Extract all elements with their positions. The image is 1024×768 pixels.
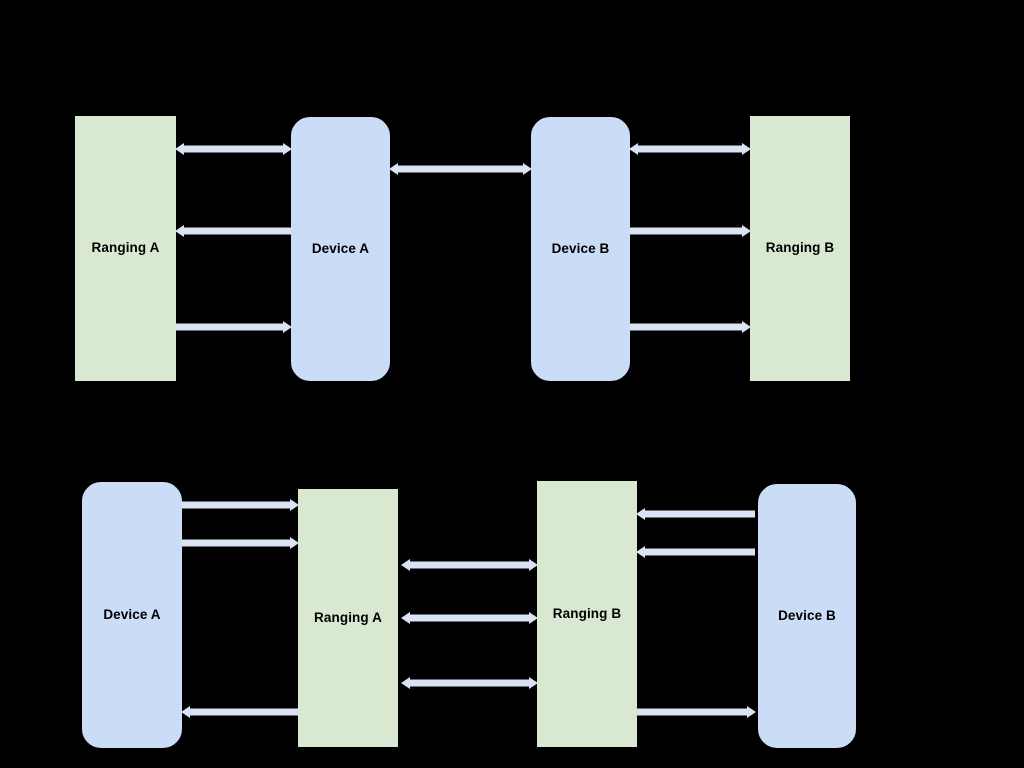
flow-arrow-left	[172, 703, 308, 721]
node-bot-ranging-b[interactable]: Ranging B	[537, 481, 637, 747]
node-label: Device B	[778, 607, 836, 623]
node-bot-device-b[interactable]: Device B	[758, 484, 856, 748]
flow-arrow-left	[627, 543, 765, 561]
flow-arrow-both	[392, 556, 547, 574]
node-label: Device A	[103, 606, 161, 622]
node-label: Ranging B	[552, 605, 622, 621]
node-bot-device-a[interactable]: Device A	[82, 482, 182, 748]
node-label: Ranging A	[314, 609, 382, 625]
flow-arrow-right	[172, 496, 308, 514]
flow-arrow-left	[627, 505, 765, 523]
node-bot-ranging-a[interactable]: Ranging A	[298, 489, 398, 747]
flow-arrow-right	[172, 534, 308, 552]
flow-arrow-both	[392, 609, 547, 627]
flow-arrow-both	[392, 674, 547, 692]
flow-arrow-right	[627, 703, 765, 721]
